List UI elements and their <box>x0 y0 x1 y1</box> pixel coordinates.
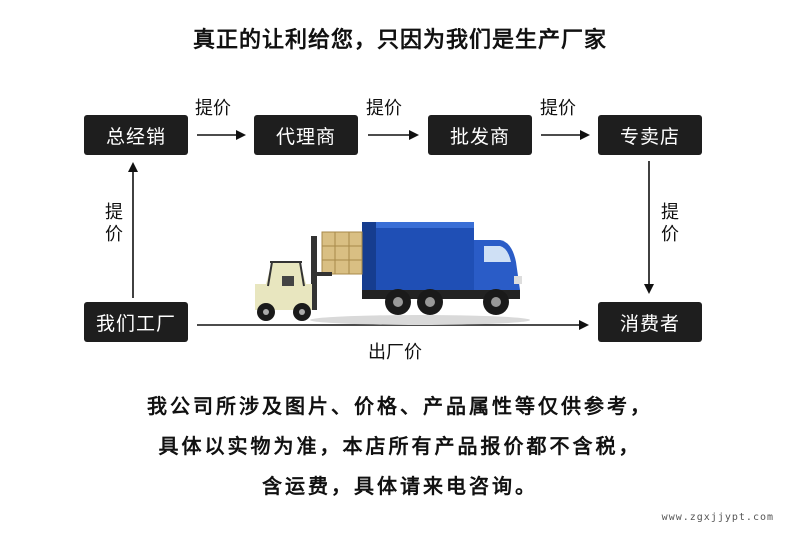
node-agent: 代理商 <box>254 115 358 155</box>
node-distributor: 总经销 <box>84 115 188 155</box>
edge-label-raise-3: 提价 <box>540 98 576 119</box>
note-line-3: 含运费，具体请来电咨询。 <box>262 474 538 498</box>
truck-illustration <box>310 222 530 325</box>
page-title: 真正的让利给您，只因为我们是生产厂家 <box>192 28 607 53</box>
watermark: www.zgxjjypt.com <box>661 512 774 523</box>
edge-label-raise-1: 提价 <box>195 98 231 119</box>
node-consumer: 消费者 <box>598 302 702 342</box>
edge-label-raise-right: 提价 <box>661 202 679 245</box>
node-wholesaler: 批发商 <box>428 115 532 155</box>
edge-label-raise-left: 提价 <box>105 202 123 245</box>
forklift-illustration <box>255 231 363 321</box>
note-line-1: 我公司所涉及图片、价格、产品属性等仅供参考， <box>147 394 653 418</box>
edge-label-raise-2: 提价 <box>366 98 402 119</box>
note-line-2: 具体以实物为准，本店所有产品报价都不含税， <box>158 434 642 458</box>
edge-label-factory-price: 出厂价 <box>368 342 422 363</box>
node-factory: 我们工厂 <box>84 302 188 342</box>
node-store: 专卖店 <box>598 115 702 155</box>
